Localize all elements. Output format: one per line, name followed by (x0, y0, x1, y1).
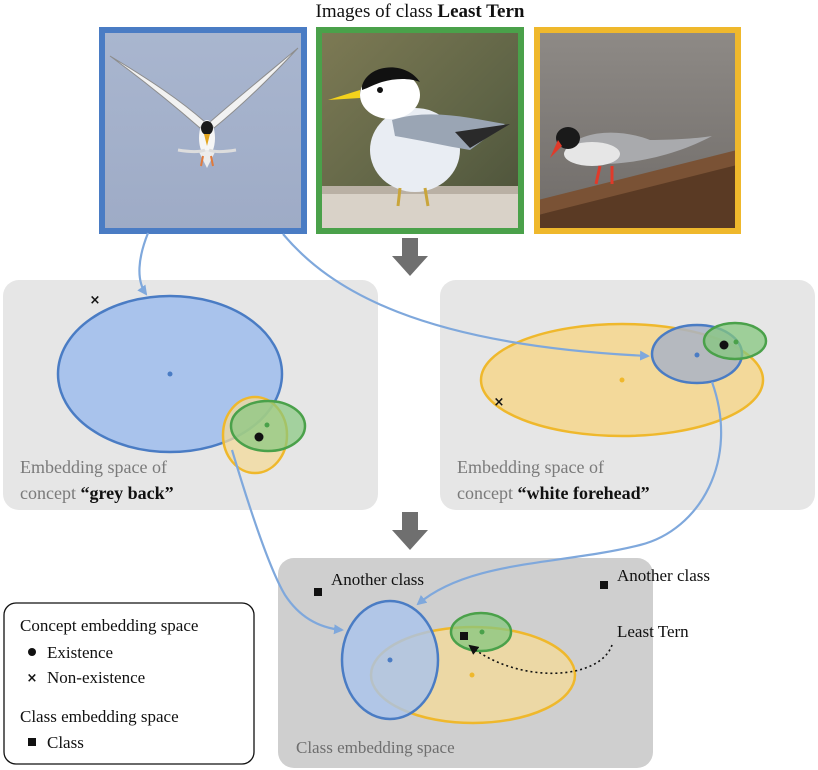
image-frame-green (316, 27, 524, 234)
legend-class-square (28, 738, 36, 746)
bird-image-flying (103, 31, 303, 230)
arrow-image-to-white-forehead (282, 233, 650, 361)
orange-centroid-class (469, 672, 475, 678)
existence-point-grey-back (254, 432, 264, 442)
down-arrow-top (392, 238, 428, 276)
green-centroid-grey-back (264, 422, 270, 428)
legend: Concept embedding space Existence × Non-… (3, 602, 255, 765)
down-arrow-middle (392, 512, 428, 550)
label-another-class-left: Another class (331, 570, 424, 589)
bird-image-standing (320, 31, 520, 230)
panel-caption-grey-back-line2: concept “grey back” (20, 483, 174, 503)
legend-class-label: Class (47, 733, 84, 752)
legend-concept-heading: Concept embedding space (20, 616, 198, 635)
legend-existence-dot (28, 648, 36, 656)
label-another-class-right: Another class (617, 566, 710, 585)
orange-centroid-white-forehead (619, 377, 625, 383)
nonexistence-marker-grey-back: × (90, 293, 101, 308)
blue-centroid-white-forehead (694, 352, 700, 358)
image-frame-orange (534, 27, 741, 234)
panel-caption-white-forehead-line2: concept “white forehead” (457, 483, 650, 503)
class-point-another-left (314, 588, 322, 596)
legend-existence-label: Existence (47, 643, 113, 662)
legend-nonexistence-label: Non-existence (47, 668, 145, 687)
arrow-white-forehead-to-class (416, 381, 723, 606)
legend-nonexistence-marker: × (27, 671, 38, 686)
legend-class-heading: Class embedding space (20, 707, 179, 726)
panel-caption-white-forehead: Embedding space of (457, 457, 604, 477)
panel-caption-grey-back: Embedding space of (20, 457, 167, 477)
blue-centroid-grey-back (167, 371, 173, 377)
bird-image-perched (538, 31, 737, 230)
dotted-arrow-least-tern (468, 644, 613, 675)
panel-caption-class-space: Class embedding space (296, 738, 455, 757)
label-least-tern: Least Tern (617, 622, 689, 641)
arrow-image-to-grey-back (137, 232, 150, 296)
green-centroid-class (479, 629, 485, 635)
existence-point-white-forehead (719, 340, 729, 350)
green-centroid-white-forehead (733, 339, 739, 345)
class-point-another-right (600, 581, 608, 589)
blue-centroid-class (387, 657, 393, 663)
nonexistence-marker-white-forehead: × (494, 395, 505, 410)
class-point-least-tern (460, 632, 468, 640)
arrow-grey-back-to-class (230, 449, 344, 635)
image-frame-blue (99, 27, 307, 234)
figure-title: Images of class Least Tern (316, 1, 525, 22)
